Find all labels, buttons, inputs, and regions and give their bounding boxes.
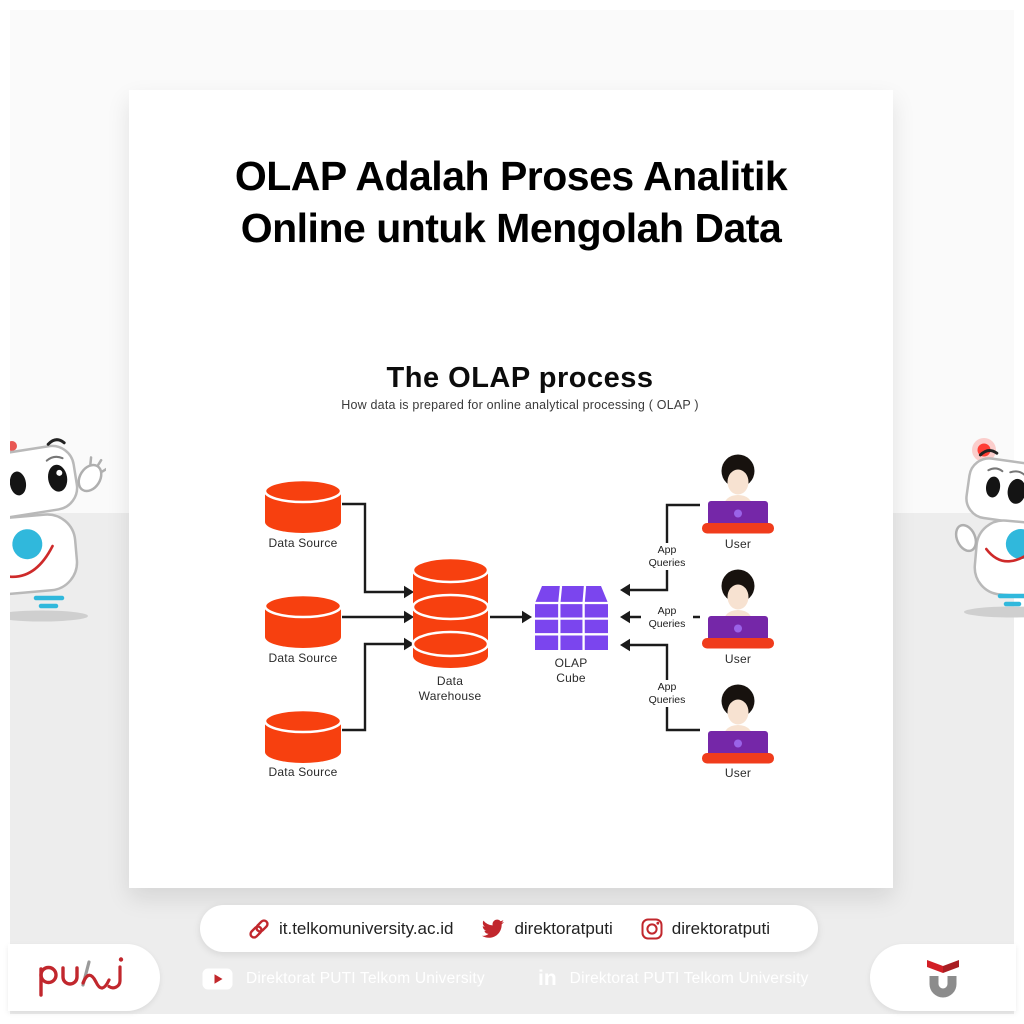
- robot-mascot-right: [940, 426, 1024, 622]
- user-label-1: User: [724, 537, 752, 551]
- robot-left-illustration: [10, 438, 106, 622]
- red-frame-top-left-vertical: [109, 70, 131, 470]
- title-line-2: Online untuk Mengolah Data: [240, 205, 782, 251]
- linkedin-page-text: Direktorat PUTI Telkom University: [569, 970, 809, 987]
- app-queries-label-1: App Queries: [641, 543, 693, 570]
- red-frame-bottom-right-vertical: [890, 505, 912, 905]
- title-dark-part: Proses Analitik: [489, 153, 788, 199]
- user-label-2: User: [724, 652, 752, 666]
- title-red-part: OLAP Adalah: [234, 153, 490, 199]
- telkom-university-logo: [927, 959, 959, 997]
- twitter-handle-text: direktoratputi: [514, 918, 613, 938]
- link-chain-icon: [248, 918, 270, 940]
- linkedin-icon: in: [538, 967, 557, 990]
- twitter-link[interactable]: direktoratputi: [481, 918, 613, 940]
- olap-cube-label: OLAP Cube: [554, 656, 588, 685]
- youtube-channel-text: Direktorat PUTI Telkom University: [246, 970, 485, 987]
- user-label-3: User: [724, 766, 752, 780]
- olap-process-diagram: [263, 454, 774, 764]
- robot-right-illustration: [954, 438, 1024, 618]
- bottom-social-bar: Direktorat PUTI Telkom University in Dir…: [10, 950, 1014, 1008]
- olap-cube: [535, 585, 608, 650]
- youtube-icon: [202, 968, 233, 990]
- data-source-cylinder-1: [263, 478, 343, 533]
- instagram-handle-text: direktoratputi: [671, 918, 771, 938]
- title-line-1: OLAP Adalah Proses Analitik: [140, 150, 882, 202]
- data-warehouse-stack: [411, 556, 490, 668]
- data-source-label-3: Data Source: [268, 765, 338, 779]
- diagram-title: The OLAP process: [386, 362, 654, 394]
- puti-logo-pill: [8, 944, 160, 1011]
- data-source-label-1: Data Source: [268, 536, 338, 550]
- robot-mascot-left: [10, 432, 106, 624]
- footer-links-pill: it.telkomuniversity.ac.id direktoratputi: [200, 905, 818, 952]
- telkom-university-logo-pill: [870, 944, 1016, 1011]
- website-text: it.telkomuniversity.ac.id: [278, 918, 454, 938]
- twitter-icon: [481, 918, 505, 940]
- user-figure-1: [702, 454, 774, 534]
- data-source-label-2: Data Source: [268, 651, 338, 665]
- diagram-subtitle: How data is prepared for online analytic…: [341, 398, 699, 412]
- data-warehouse-label: Data Warehouse: [418, 674, 482, 703]
- red-frame-top-left-horizontal: [109, 70, 491, 92]
- linkedin-page[interactable]: in Direktorat PUTI Telkom University: [538, 950, 809, 1008]
- data-source-cylinder-3: [263, 708, 343, 763]
- user-figure-2: [702, 569, 774, 649]
- puti-logo: [39, 956, 124, 997]
- data-source-cylinder-2: [263, 593, 343, 648]
- user-figure-3: [702, 684, 774, 764]
- instagram-link[interactable]: direktoratputi: [641, 918, 770, 940]
- arrowheads: [404, 583, 630, 652]
- website-link[interactable]: it.telkomuniversity.ac.id: [248, 918, 453, 940]
- app-queries-label-3: App Queries: [641, 680, 693, 707]
- instagram-icon: [641, 918, 663, 940]
- youtube-channel[interactable]: Direktorat PUTI Telkom University: [202, 950, 485, 1008]
- app-queries-label-2: App Queries: [641, 604, 693, 631]
- page-title: OLAP Adalah Proses Analitik Online untuk…: [140, 150, 882, 254]
